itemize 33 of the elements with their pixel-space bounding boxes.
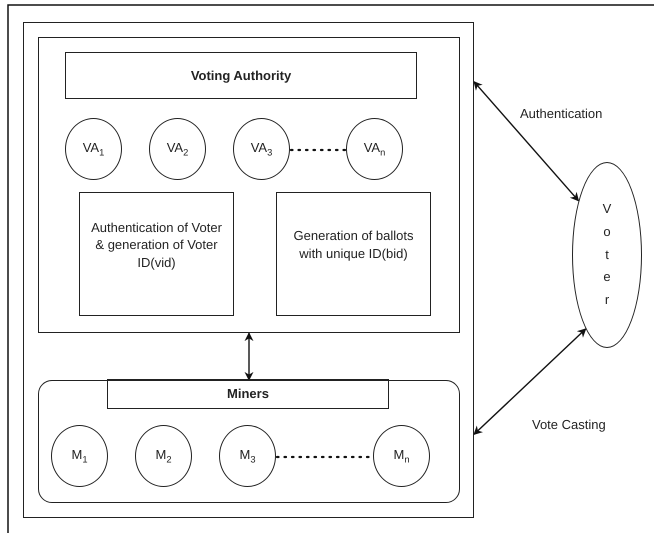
voting-authority-panel [38, 36, 460, 332]
heading-text: Miners [227, 385, 269, 403]
miner-circle [135, 425, 192, 487]
outer-frame-box [23, 22, 474, 518]
node-label: VA$_{1}$ [82, 138, 104, 160]
voter-ellipse [572, 162, 642, 348]
arrow [473, 328, 586, 435]
header-box [107, 379, 389, 409]
authority-circle [149, 118, 206, 180]
node-label: M$_{3}$ [239, 446, 256, 466]
dotted-connector [290, 148, 348, 152]
authority-circle [233, 118, 290, 180]
process-box [276, 192, 431, 316]
node-label: VA$_{3}$ [250, 138, 272, 160]
miner-circle [373, 425, 430, 487]
header-box [65, 52, 417, 99]
node-label: Generation of ballots with unique ID(bid) [292, 227, 414, 263]
miners-panel [38, 380, 460, 502]
miner-circle [219, 425, 276, 487]
authority-circle [346, 118, 403, 180]
heading-text: Voting Authority [190, 66, 292, 84]
node-label: Authentication of Voter & generation of Voter ID(vid) [90, 218, 223, 272]
process-box [79, 192, 234, 316]
arrow [244, 332, 254, 381]
node-label: VA$_{2}$ [166, 138, 188, 160]
miner-circle [51, 425, 108, 487]
node-label: M$_{1}$ [71, 446, 88, 466]
authority-circle [65, 118, 122, 180]
node-label: M$_{n}$ [393, 446, 410, 466]
node-label: VA$_{n}$ [364, 138, 386, 160]
arrow [473, 81, 580, 202]
node-label: Voter [602, 200, 612, 310]
node-label: M$_{2}$ [155, 446, 172, 466]
